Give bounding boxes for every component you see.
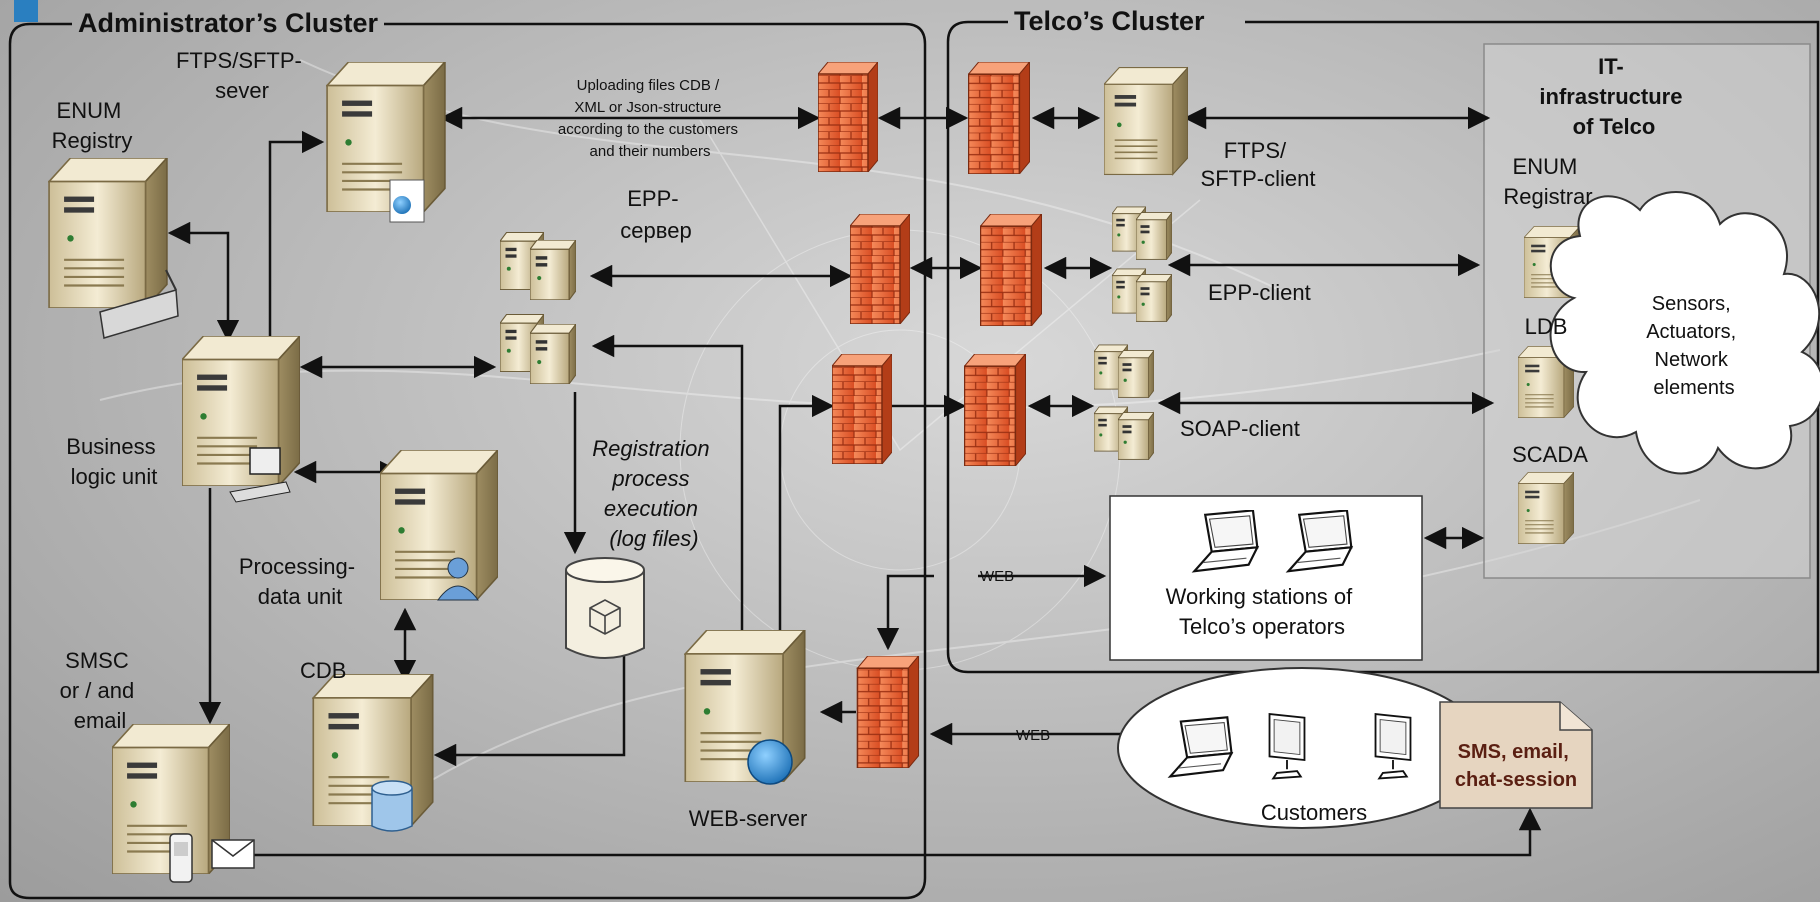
globe-icon bbox=[747, 739, 793, 785]
scanner-icon bbox=[99, 269, 179, 339]
corner-accent bbox=[14, 0, 38, 22]
admin-cluster: Administrator’s Cluster bbox=[8, 8, 927, 900]
phone-icon bbox=[169, 833, 193, 883]
soap-client-label: SOAP-client bbox=[1180, 416, 1300, 441]
telco-epp-client-cluster bbox=[1112, 206, 1172, 322]
scada-server bbox=[1518, 472, 1574, 544]
cdb-label: CDB bbox=[300, 658, 346, 683]
firewall-4 bbox=[980, 214, 1042, 326]
web-link-label-2: WEB bbox=[1016, 727, 1050, 744]
user-icon bbox=[437, 557, 479, 601]
firewall-3 bbox=[850, 214, 910, 324]
ftps-server-label: FTPS/SFTP- sever bbox=[176, 48, 308, 103]
business-logic-label: Business logic unit bbox=[66, 434, 161, 489]
firewall-7 bbox=[856, 656, 920, 768]
firewall-6 bbox=[964, 354, 1026, 466]
sms-note-text: SMS, email, chat-session bbox=[1455, 741, 1577, 791]
processing-unit-label: Processing- data unit bbox=[239, 554, 361, 609]
iot-cloud bbox=[1549, 191, 1820, 475]
processing-data-server bbox=[380, 450, 498, 600]
firewall-5 bbox=[832, 354, 892, 464]
customers-label: Customers bbox=[1261, 800, 1367, 825]
upload-note: Uploading files CDB / XML or Json-struct… bbox=[558, 77, 742, 160]
sms-note bbox=[1439, 701, 1593, 809]
registration-note: Registration process execution (log file… bbox=[592, 436, 716, 551]
ftps-sftp-client-server bbox=[1104, 66, 1188, 176]
log-files-database bbox=[565, 557, 645, 659]
mail-icon bbox=[211, 839, 255, 869]
labels: ENUM Registry FTPS/SFTP- sever Uploading… bbox=[52, 48, 1742, 831]
epp-server-cluster bbox=[500, 232, 576, 384]
it-infrastructure-title: IT- infrastructure of Telco bbox=[1539, 54, 1688, 139]
cdb-database-icon bbox=[371, 780, 413, 832]
enum-registry-server bbox=[48, 158, 168, 308]
working-stations-box bbox=[1109, 495, 1423, 661]
firewalls bbox=[818, 62, 1042, 768]
ftps-client-label: FTPS/ SFTP-client bbox=[1201, 138, 1316, 191]
telco-cluster-title: Telco’s Cluster bbox=[1014, 6, 1205, 36]
admin-cluster-title: Administrator’s Cluster bbox=[78, 8, 379, 38]
enum-registry-label: ENUM Registry bbox=[52, 98, 133, 153]
admin-servers bbox=[48, 62, 806, 883]
web-server-label: WEB-server bbox=[689, 806, 808, 831]
smsc-label: SMSC or / and email bbox=[60, 648, 141, 733]
epp-client-label: EPP-client bbox=[1208, 280, 1311, 305]
epp-server-label: EPP- сервер bbox=[620, 186, 691, 243]
workstations-label: Working stations of Telco’s operators bbox=[1166, 584, 1359, 639]
enum-registrar-label: ENUM Registrar bbox=[1503, 154, 1592, 209]
web-link-label-1: WEB bbox=[980, 568, 1014, 585]
firewall-1 bbox=[818, 62, 878, 172]
pc-icon bbox=[229, 447, 291, 503]
cloud-label: Sensors, Actuators, Network elements bbox=[1646, 293, 1742, 399]
ldb-label: LDB bbox=[1525, 314, 1568, 339]
business-logic-server bbox=[182, 336, 300, 486]
scada-label: SCADA bbox=[1512, 442, 1588, 467]
web-document-icon bbox=[389, 179, 425, 223]
firewall-2 bbox=[968, 62, 1030, 174]
ftps-sftp-server bbox=[326, 62, 446, 212]
connectors bbox=[167, 106, 1542, 857]
telco-cluster: Telco’s Cluster bbox=[946, 6, 1820, 674]
